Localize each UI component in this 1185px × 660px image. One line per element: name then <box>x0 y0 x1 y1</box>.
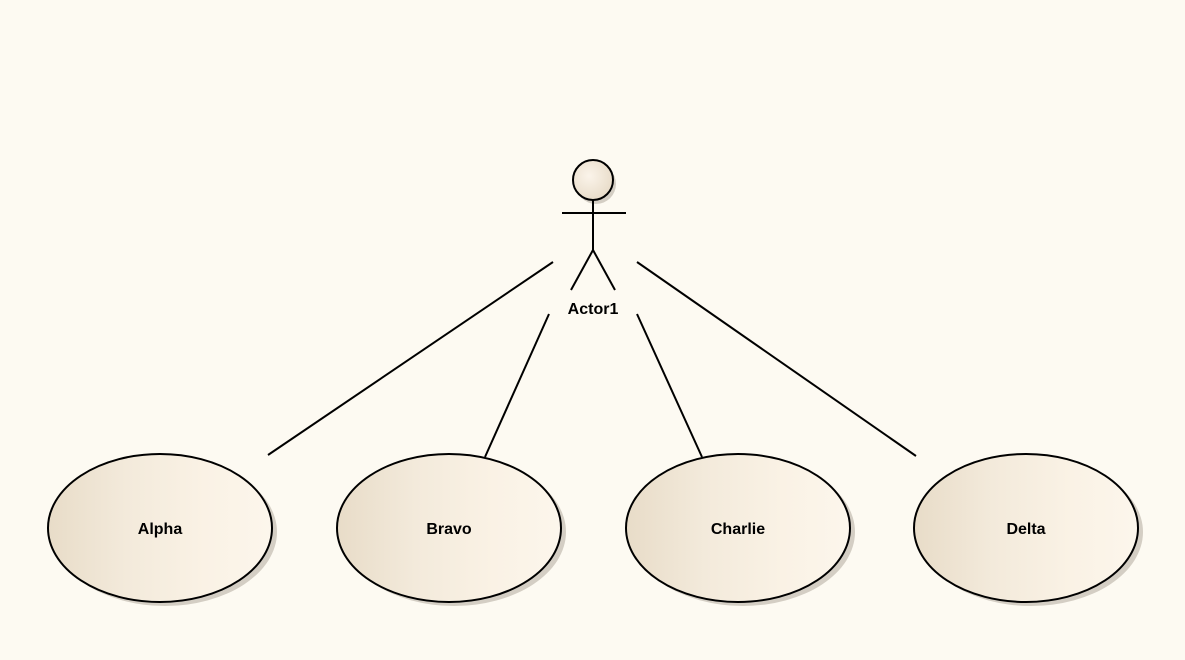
use-case-ellipse <box>625 453 851 603</box>
actor[interactable]: Actor1 <box>562 159 626 318</box>
use-case-bravo[interactable]: Bravo <box>336 453 566 606</box>
actor-name: Actor1 <box>568 301 619 318</box>
associations <box>267 261 917 458</box>
association-alpha[interactable] <box>267 261 554 456</box>
use-case-label: Delta <box>1006 521 1045 538</box>
use-case-alpha[interactable]: Alpha <box>47 453 277 606</box>
association-charlie[interactable] <box>636 313 703 458</box>
use-case-label: Bravo <box>426 521 472 538</box>
stick-figure-actor-icon <box>562 159 626 291</box>
use-case-ellipse <box>336 453 562 603</box>
use-case-ellipse <box>913 453 1139 603</box>
association-delta[interactable] <box>636 261 917 457</box>
use-case-label: Alpha <box>138 521 183 538</box>
association-bravo[interactable] <box>484 313 550 458</box>
use-case-charlie[interactable]: Charlie <box>625 453 855 606</box>
actor-head <box>572 159 614 201</box>
use-case-ellipse <box>47 453 273 603</box>
use-case-label: Charlie <box>711 521 765 538</box>
use-case-delta[interactable]: Delta <box>913 453 1143 606</box>
